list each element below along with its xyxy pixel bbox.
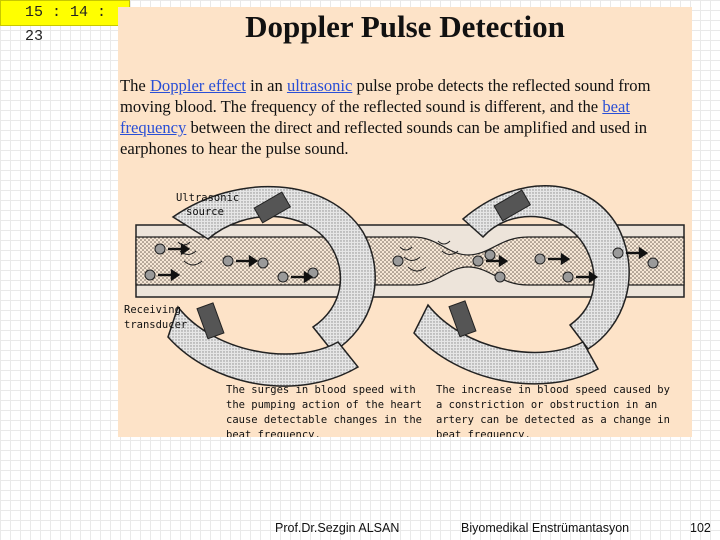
caption-right-line1: The increase in blood speed caused by xyxy=(436,384,670,396)
clock-display: 15 : 14 : 23 xyxy=(0,0,130,45)
slide-title: Doppler Pulse Detection xyxy=(245,9,565,44)
para-text-3: pulse probe detects the reflected sound … xyxy=(120,76,651,116)
caption-left-line2: the pumping action of the heart xyxy=(226,399,422,411)
label-ultrasonic-source-line2: source xyxy=(186,206,224,218)
caption-right-line3: artery can be detected as a change in xyxy=(436,414,670,426)
caption-left-line1: The surges in blood speed with xyxy=(226,384,416,396)
probe-left xyxy=(167,185,376,387)
label-ultrasonic-source-line1: Ultrasonic xyxy=(176,192,239,204)
para-text-4: between the direct and reflected sounds … xyxy=(120,118,648,158)
description-paragraph: The Doppler effect in an ultrasonic puls… xyxy=(120,75,690,159)
page-number: 102 xyxy=(690,521,711,535)
caption-right-line4: beat frequency. xyxy=(436,429,531,437)
para-text-1: The xyxy=(120,76,150,95)
caption-right-line2: a constriction or obstruction in an xyxy=(436,399,657,411)
blood-cells xyxy=(144,243,659,283)
para-text-2: in an xyxy=(245,76,287,95)
flow-arrows xyxy=(158,242,649,284)
label-receiving-transducer-line1: Receiving xyxy=(124,304,181,316)
caption-left-line3: cause detectable changes in the xyxy=(226,414,422,426)
footer-course: Biyomedikal Enstrümantasyon xyxy=(461,521,630,535)
beat-frequency-link[interactable]: beat frequency xyxy=(120,97,630,137)
probe-right xyxy=(413,185,630,385)
slide-panel: Doppler Pulse Detection The Doppler effe… xyxy=(118,7,692,437)
doppler-diagram: Ultrasonic source Receiving transducer T… xyxy=(124,185,685,437)
doppler-effect-link[interactable]: Doppler effect xyxy=(149,76,246,95)
ultrasonic-link[interactable]: ultrasonic xyxy=(286,76,353,95)
footer-author: Prof.Dr.Sezgin ALSAN xyxy=(275,521,400,535)
label-receiving-transducer-line2: transducer xyxy=(124,319,187,331)
caption-left-line4: beat frequency. xyxy=(226,429,321,437)
